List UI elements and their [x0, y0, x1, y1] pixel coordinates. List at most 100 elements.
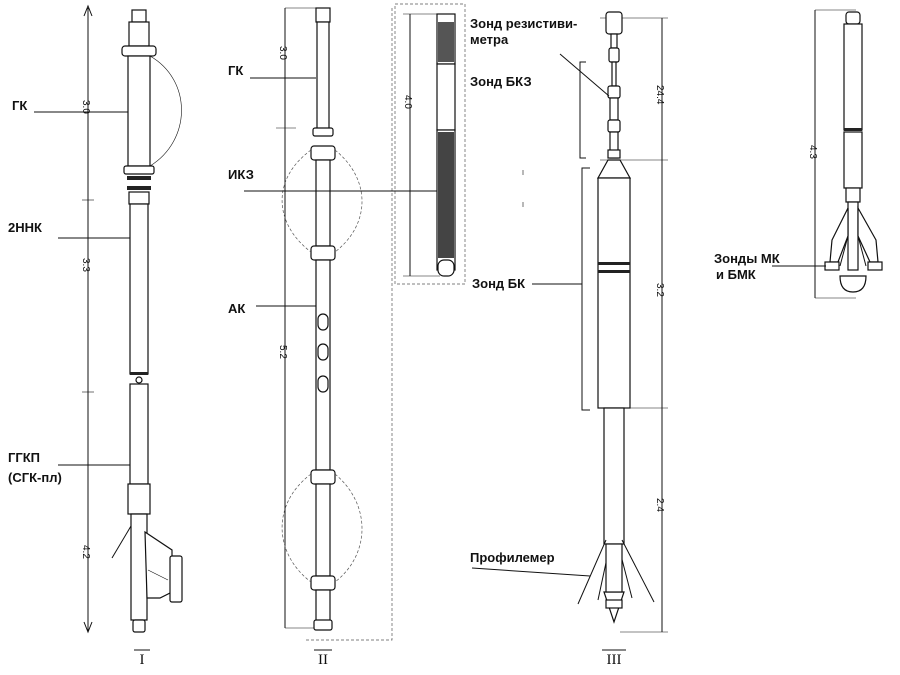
tool-2-collar [310, 575, 336, 591]
tool-2-detail-mid [436, 63, 456, 131]
tool-3-top-cap [605, 11, 623, 35]
tool-1: 3.0 3.3 4.2 ГК 2ННК ГГКП (СГК-пл) [8, 4, 183, 668]
tool-2-acoustic-window [317, 343, 329, 361]
tool-2-numeral: II [318, 652, 328, 668]
tool-3-dim-3: 2.4 [654, 498, 665, 512]
tool-2-enclosure [306, 8, 393, 641]
tool-2-detail-frame [394, 3, 466, 285]
tool-2-collar [310, 245, 336, 261]
tool-4: 4.3 Зонды МК и БМК [714, 9, 883, 299]
tool-2-detail-tip [437, 259, 455, 277]
tool-1-band [127, 186, 151, 190]
tool-2-centralizer [281, 149, 312, 253]
tool-1-ggk-section [129, 383, 149, 485]
tool-4-pad-arm-right [857, 205, 879, 263]
tool-3-caliper-arm [621, 539, 655, 603]
tool-4-link [857, 235, 867, 267]
tool-1-dim-3: 4.2 [80, 545, 91, 559]
tool-3-caliper-arm [577, 539, 607, 605]
tool-3-label-rez-1: Зонд резистиви- [470, 16, 577, 31]
tool-4-pad-left [824, 261, 840, 271]
tool-3-bk-section [597, 177, 631, 409]
tool-3-label-bkz: Зонд БКЗ [470, 74, 532, 89]
tool-4-joint [845, 187, 861, 203]
tool-4-mid-section [843, 131, 863, 189]
tool-1-bottom-nose [132, 619, 146, 633]
tool-1-top-cap [131, 9, 147, 23]
tool-4-lower-section [847, 201, 859, 271]
tool-3-connector [608, 47, 620, 63]
tool-4-pad-right [867, 261, 883, 271]
tool-1-link [147, 569, 169, 581]
tool-1-arrow-bottom [83, 621, 93, 634]
tool-4-top-cap [845, 11, 861, 25]
tool-1-arrow-top [83, 4, 93, 17]
tool-1-nnk-section [129, 203, 149, 375]
tool-4-label-mk-1: Зонды МК [714, 251, 780, 266]
tool-2-ikz-section [315, 159, 331, 247]
tool-2-acoustic-window [317, 375, 329, 393]
tool-3-caliper-body [605, 543, 623, 593]
tool-2-lower-section [315, 483, 331, 577]
tool-1-dim-1: 3.0 [80, 100, 91, 114]
tool-1-dim-2: 3.3 [80, 258, 91, 272]
tool-1-label-nnk: 2ННК [8, 220, 42, 235]
tool-1-port [135, 376, 143, 384]
tool-1-band [130, 372, 148, 375]
tool-2-centralizer [334, 473, 363, 583]
tool-3-bkz-section [609, 97, 619, 121]
tool-3-cone [596, 159, 632, 179]
tool-2-collar [310, 469, 336, 485]
tool-4-label-mk-2: и БМК [716, 267, 756, 282]
tool-4-dim-1: 4.3 [807, 145, 818, 159]
tool-3-bracket [581, 167, 590, 411]
tool-3-profiler-section [603, 407, 625, 545]
tool-3-label-bk: Зонд БК [472, 276, 525, 291]
tool-2-collar [312, 127, 334, 137]
tool-3-band [598, 270, 630, 273]
tool-2-detail-coil-pattern [438, 132, 454, 258]
tool-2-dim-1: 3.0 [277, 46, 288, 60]
tool-1-pad-arm [144, 530, 173, 599]
tool-1-joint [128, 191, 150, 205]
tool-1-label-sgk: (СГК-пл) [8, 470, 62, 485]
tool-3-band [598, 262, 630, 265]
tool-3-leader-prof [471, 567, 591, 577]
tool-1-pad-housing [127, 483, 151, 515]
tool-3-electrode [607, 149, 621, 159]
tool-3-bracket [579, 61, 586, 159]
tool-1-spring [111, 525, 132, 559]
tool-3-dim-1: 24.4 [654, 85, 665, 105]
tool-3-neck [610, 33, 618, 49]
tool-1-numeral: I [140, 652, 145, 668]
tool-4-link [839, 235, 849, 267]
tool-2: 3.0 5.2 4.0 [228, 3, 466, 668]
tool-2-collar [310, 145, 336, 161]
tool-1-lower-body [130, 513, 148, 621]
tool-4-bottom-tip [839, 275, 867, 293]
tool-1-bow-spring [149, 55, 182, 167]
tool-1-collar [123, 165, 155, 175]
tool-3-dim-2: 3.2 [654, 283, 665, 297]
tool-1-label-gk: ГК [12, 98, 27, 113]
tool-3-leader-rez [559, 53, 610, 97]
tool-4-upper-section [843, 23, 863, 131]
tool-2-dim-2: 5.2 [277, 345, 288, 359]
tool-3-resistivity-probe [611, 61, 617, 87]
tool-4-pad-arm-left [829, 207, 849, 263]
tool-2-acoustic-window [317, 313, 329, 331]
tool-3-electrode [607, 85, 621, 99]
tool-2-centralizer [281, 473, 312, 583]
tool-2-label-gk: ГК [228, 63, 243, 78]
tool-2-dim-3: 4.0 [402, 95, 413, 109]
tool-2-gk-section [316, 21, 330, 131]
tool-2-label-ak: АК [228, 301, 245, 316]
tool-3-label-rez-2: метра [470, 32, 509, 47]
tool-3-label-prof: Профилемер [470, 550, 555, 565]
tool-1-pad [169, 555, 183, 603]
tool-1-collar [121, 45, 157, 57]
tool-2-ak-section [315, 259, 331, 471]
tool-3: 24.4 3.2 2.4 Зонд резистиви- метра [470, 11, 668, 668]
tool-3-numeral: III [607, 652, 622, 668]
tool-1-gk-section [127, 55, 151, 167]
